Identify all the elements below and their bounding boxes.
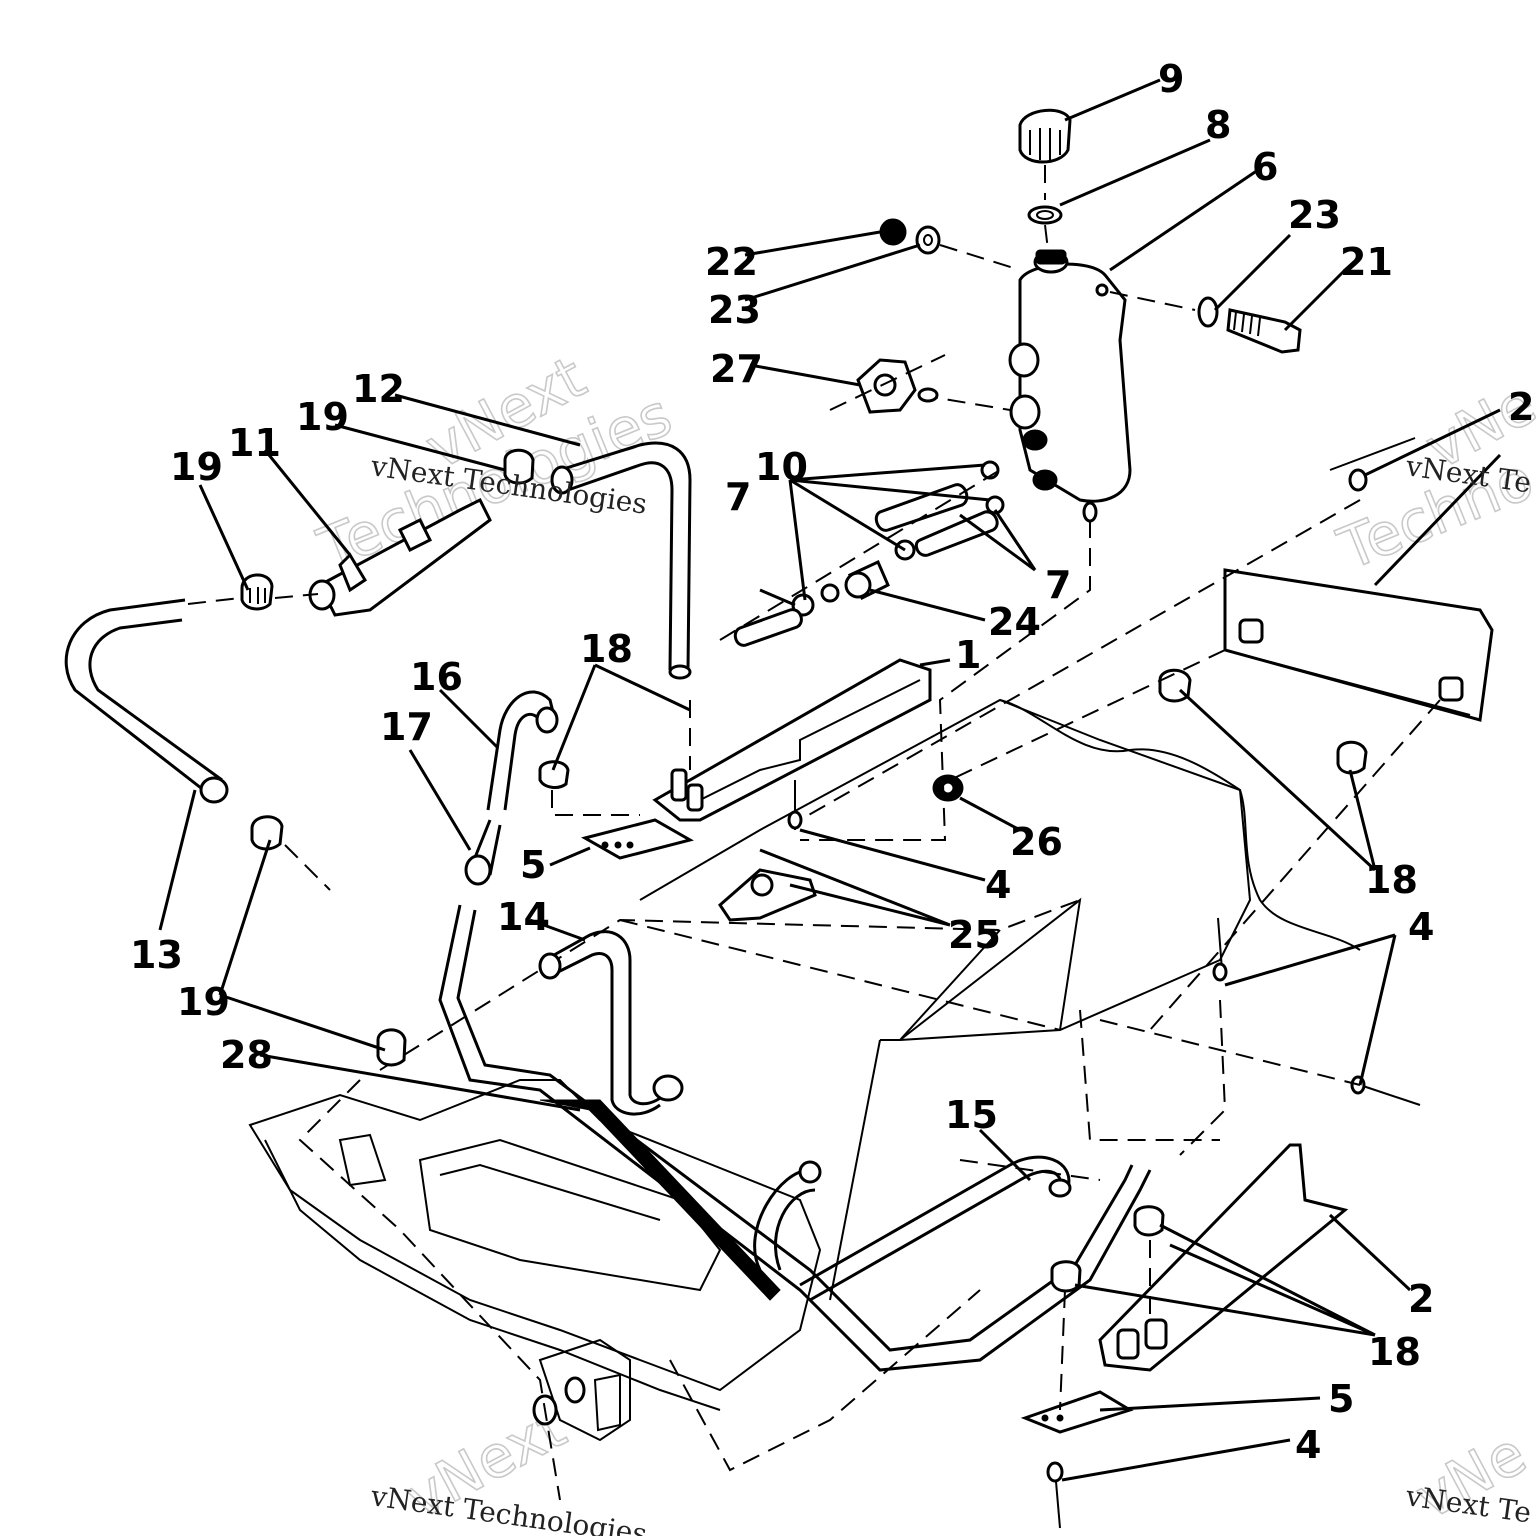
callout-19-top: 19: [296, 395, 349, 439]
rivets-grommet: [787, 437, 1421, 1529]
assembly-lines: [551, 499, 1441, 1411]
hose-fittings: [719, 460, 1005, 647]
callout-2: 2: [1408, 1277, 1434, 1321]
callout-4-right: 4: [1408, 905, 1434, 949]
callout-23-left: 23: [708, 288, 761, 332]
callout-1: 1: [955, 633, 981, 677]
callout-26: 26: [1010, 820, 1063, 864]
callout-19-bottom: 19: [177, 980, 230, 1024]
leader-lines: [158, 78, 1502, 1482]
callout-18-upper: 18: [580, 627, 633, 671]
brackets: [581, 568, 1494, 1434]
callout-16: 16: [410, 655, 463, 699]
callout-8: 8: [1205, 103, 1231, 147]
callout-18-right: 18: [1365, 858, 1418, 902]
mount-hardware: [879, 218, 1302, 354]
callout-28: 28: [220, 1033, 273, 1077]
callout-5-upper: 5: [520, 843, 546, 887]
callout-9: 9: [1158, 57, 1184, 101]
callout-24: 24: [988, 600, 1041, 644]
callout-19-left: 19: [170, 445, 223, 489]
filler-cap: [1018, 108, 1072, 251]
callout-22: 22: [705, 240, 758, 284]
callout-14: 14: [497, 895, 550, 939]
callout-4-center: 4: [985, 863, 1011, 907]
callout-12: 12: [352, 367, 405, 411]
hose-clamps: [187, 448, 535, 1067]
reservoir-tank: [1008, 249, 1132, 523]
callout-10: 10: [755, 445, 808, 489]
watermark-layer: vNext Technologies vNext vNe Techno vNe: [308, 342, 1536, 1533]
inlet-assembly: [308, 497, 492, 617]
callout-25: 25: [948, 913, 1001, 957]
coolant-hoses: [64, 441, 1152, 1372]
callout-6: 6: [1252, 145, 1278, 189]
callout-23-right: 23: [1288, 193, 1341, 237]
callout-13: 13: [130, 933, 183, 977]
callout-5-lower: 5: [1328, 1377, 1354, 1421]
callout-20: 20: [1508, 385, 1536, 429]
callout-21: 21: [1340, 240, 1393, 284]
tank-body: [619, 698, 1361, 1301]
callout-labels: 9 8 6 23 21 22 23 27 12 19 11 19 10 7 7 …: [130, 57, 1536, 1467]
callout-17: 17: [380, 705, 433, 749]
callout-7-left: 7: [725, 475, 751, 519]
bracket-clamp: [829, 354, 1011, 414]
callout-15: 15: [945, 1093, 998, 1137]
frame-floor-pan: [248, 899, 1081, 1501]
callout-7-right: 7: [1045, 563, 1071, 607]
callout-4-lower: 4: [1295, 1423, 1321, 1467]
callout-18-lower: 18: [1368, 1330, 1421, 1374]
callout-27: 27: [710, 347, 763, 391]
callout-11: 11: [228, 421, 281, 465]
